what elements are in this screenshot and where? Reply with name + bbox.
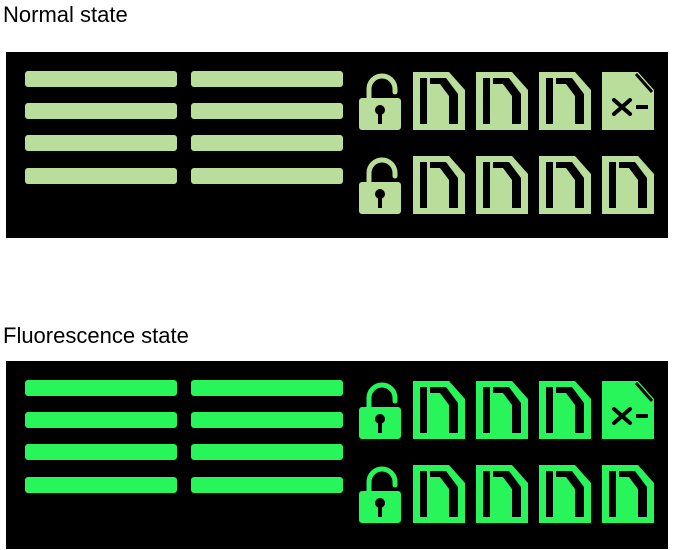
indicator-bar bbox=[25, 168, 177, 184]
indicator-bar bbox=[191, 444, 343, 460]
indicator-bar bbox=[191, 168, 343, 184]
indicator-bar bbox=[25, 380, 177, 396]
fluorescence-state-label: Fluorescence state bbox=[3, 323, 189, 348]
indicator-bar bbox=[25, 477, 177, 493]
indicator-bar bbox=[191, 71, 343, 87]
fluorescence-state-panel bbox=[6, 361, 668, 549]
lock-icon bbox=[356, 381, 408, 439]
indicator-bar bbox=[25, 412, 177, 428]
lock-icon bbox=[356, 465, 408, 523]
card-icon bbox=[413, 156, 465, 214]
indicator-bar bbox=[25, 444, 177, 460]
card-icon bbox=[602, 465, 654, 523]
indicator-bar bbox=[191, 380, 343, 396]
indicator-bar bbox=[191, 412, 343, 428]
indicator-bar bbox=[25, 71, 177, 87]
card-icon bbox=[602, 156, 654, 214]
lock-icon bbox=[356, 156, 408, 214]
card-icon bbox=[539, 156, 591, 214]
card-error-icon bbox=[602, 381, 654, 439]
card-icon bbox=[539, 381, 591, 439]
card-icon bbox=[476, 72, 528, 130]
indicator-bar bbox=[191, 103, 343, 119]
indicator-bar bbox=[25, 103, 177, 119]
card-icon bbox=[539, 72, 591, 130]
indicator-bar bbox=[191, 135, 343, 151]
card-icon bbox=[413, 72, 465, 130]
card-icon bbox=[539, 465, 591, 523]
card-icon bbox=[476, 381, 528, 439]
indicator-bar bbox=[191, 477, 343, 493]
card-icon bbox=[476, 465, 528, 523]
normal-state-panel bbox=[6, 52, 668, 238]
card-icon bbox=[413, 381, 465, 439]
normal-state-label: Normal state bbox=[3, 2, 128, 27]
indicator-bar bbox=[25, 135, 177, 151]
card-error-icon bbox=[602, 72, 654, 130]
lock-icon bbox=[356, 72, 408, 130]
card-icon bbox=[413, 465, 465, 523]
card-icon bbox=[476, 156, 528, 214]
